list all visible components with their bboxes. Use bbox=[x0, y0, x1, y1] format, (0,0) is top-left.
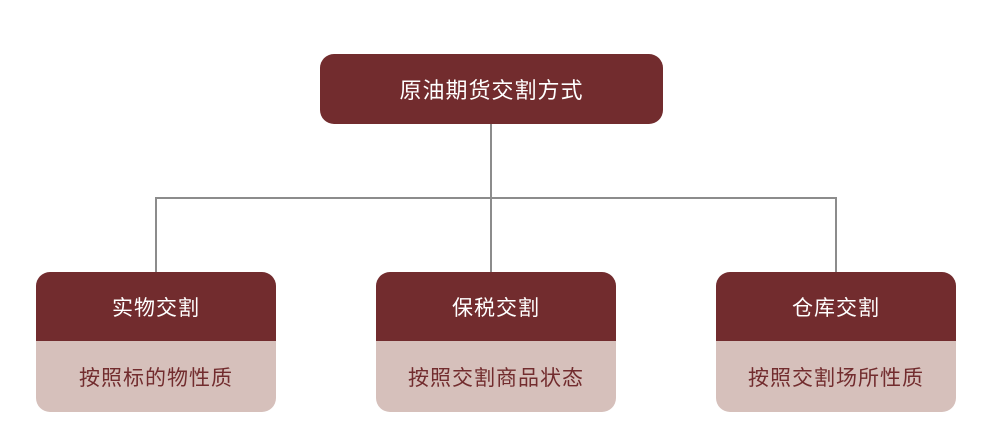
child-description: 按照交割场所性质 bbox=[716, 341, 956, 412]
child-node-bonded-delivery: 保税交割 按照交割商品状态 bbox=[376, 272, 616, 412]
child-title: 实物交割 bbox=[36, 272, 276, 341]
connector-right-vertical bbox=[835, 197, 837, 272]
connector-middle-vertical bbox=[490, 197, 492, 272]
child-title: 保税交割 bbox=[376, 272, 616, 341]
root-node: 原油期货交割方式 bbox=[320, 54, 663, 124]
connector-root-vertical bbox=[490, 124, 492, 198]
child-description: 按照交割商品状态 bbox=[376, 341, 616, 412]
child-title: 仓库交割 bbox=[716, 272, 956, 341]
connector-left-vertical bbox=[155, 197, 157, 272]
root-label: 原油期货交割方式 bbox=[399, 79, 584, 104]
child-description: 按照标的物性质 bbox=[36, 341, 276, 412]
child-node-warehouse-delivery: 仓库交割 按照交割场所性质 bbox=[716, 272, 956, 412]
child-node-physical-delivery: 实物交割 按照标的物性质 bbox=[36, 272, 276, 412]
connector-horizontal bbox=[155, 197, 837, 199]
